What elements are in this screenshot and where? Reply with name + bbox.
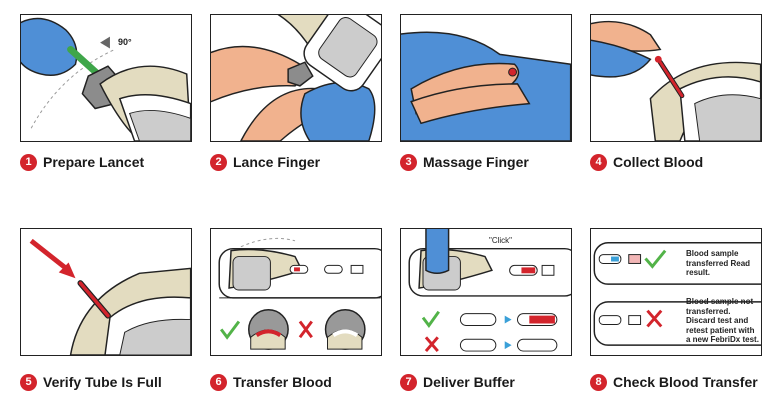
angle-label: 90° — [118, 37, 132, 47]
not-transferred-note: Blood sample not transferred. Discard te… — [686, 297, 759, 344]
cross-icon — [646, 309, 663, 328]
deliver-buffer-illustration — [408, 229, 571, 353]
panel-prepare-lancet: 90° — [20, 14, 192, 142]
step-label: Deliver Buffer — [423, 374, 515, 390]
prepare-lancet-illustration — [21, 17, 191, 141]
success-zoom — [248, 308, 289, 350]
transferred-note: Blood sample transferred Read result. — [686, 249, 751, 277]
check-transfer-illustration — [593, 242, 761, 346]
check-icon — [644, 249, 667, 269]
collect-blood-illustration — [591, 20, 761, 141]
panel-massage-finger — [400, 14, 572, 142]
step-number: 1 — [20, 153, 37, 171]
step-number: 7 — [400, 373, 417, 391]
transfer-blood-illustration — [218, 237, 381, 350]
step-5-caption: 5 Verify Tube Is Full — [20, 372, 162, 392]
step-label: Transfer Blood — [233, 374, 332, 390]
step-number: 8 — [590, 373, 607, 391]
massage-finger-illustration — [401, 31, 571, 141]
step-number: 6 — [210, 373, 227, 391]
step-1-caption: 1 Prepare Lancet — [20, 152, 144, 172]
step-7-caption: 7 Deliver Buffer — [400, 372, 515, 392]
cross-icon — [298, 320, 313, 339]
step-label: Check Blood Transfer — [613, 374, 758, 390]
lance-finger-illustration — [211, 15, 381, 141]
step-8-caption: 8 Check Blood Transfer — [590, 372, 758, 392]
panel-verify-tube — [20, 228, 192, 356]
panel-deliver-buffer: "Click" — [400, 228, 572, 356]
step-number: 2 — [210, 153, 227, 171]
panel-transfer-blood — [210, 228, 382, 356]
step-number: 3 — [400, 153, 417, 171]
step-number: 4 — [590, 153, 607, 171]
step-6-caption: 6 Transfer Blood — [210, 372, 332, 392]
cross-icon — [424, 336, 439, 353]
verify-tube-illustration — [29, 238, 191, 355]
step-label: Collect Blood — [613, 154, 704, 170]
step-label: Lance Finger — [233, 154, 321, 170]
step-3-caption: 3 Massage Finger — [400, 152, 529, 172]
step-2-caption: 2 Lance Finger — [210, 152, 320, 172]
panel-lance-finger — [210, 14, 382, 142]
click-label: "Click" — [489, 236, 513, 245]
step-label: Prepare Lancet — [43, 154, 145, 170]
step-label: Massage Finger — [423, 154, 529, 170]
check-icon — [220, 320, 241, 340]
step-label: Verify Tube Is Full — [43, 374, 162, 390]
step-4-caption: 4 Collect Blood — [590, 152, 703, 172]
panel-collect-blood — [590, 14, 762, 142]
step-number: 5 — [20, 373, 37, 391]
check-icon — [421, 310, 440, 328]
failure-zoom — [324, 308, 366, 350]
panel-check-transfer: Blood sample transferred Read result. Bl… — [590, 228, 762, 356]
